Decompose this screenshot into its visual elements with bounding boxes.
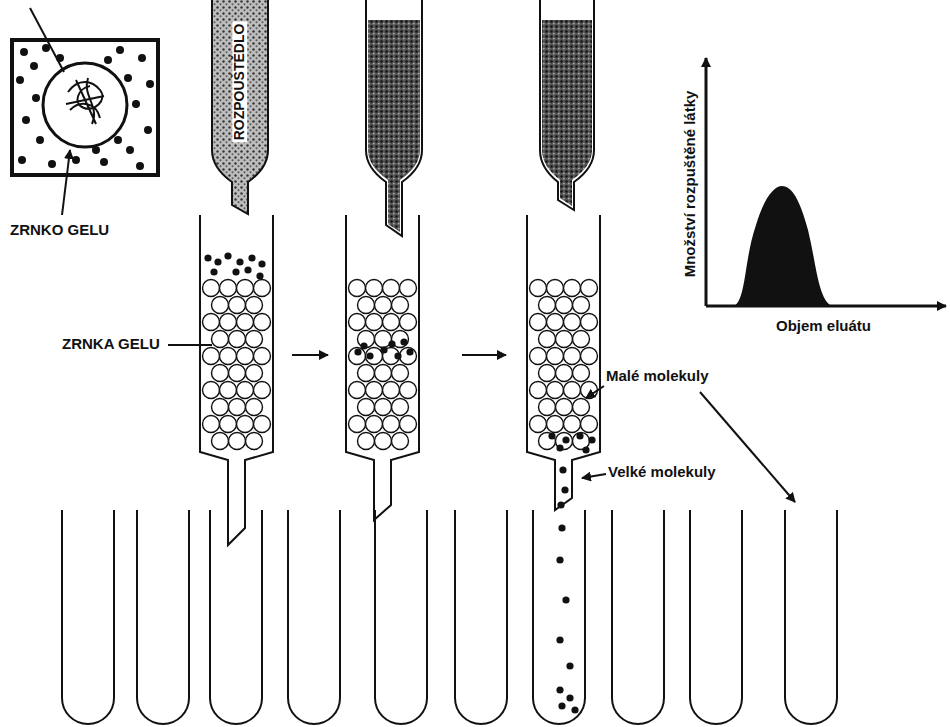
collection-tubes: [62, 510, 837, 724]
leader-lines: [168, 345, 795, 502]
large-molecules-label: Velké molekuly: [608, 464, 716, 481]
x-axis-title: Objem eluátu: [776, 318, 871, 335]
grains-label: ZRNKA GELU: [62, 336, 160, 353]
solvent-pipettes: [212, 0, 594, 236]
molecules: [204, 252, 595, 713]
gel-beads: [203, 280, 598, 450]
small-molecules-label: Malé molekuly: [606, 368, 709, 385]
gel-columns: [200, 215, 600, 545]
elution-chart: [706, 58, 946, 306]
step-arrows: [292, 354, 506, 356]
y-axis-title: Množství rozpuštěné látky: [682, 91, 699, 278]
gel-grain-inset: [12, 8, 158, 215]
solvent-label: ROZPOUŠTĚDLO: [232, 22, 247, 143]
grain-label: ZRNKO GELU: [10, 222, 109, 239]
